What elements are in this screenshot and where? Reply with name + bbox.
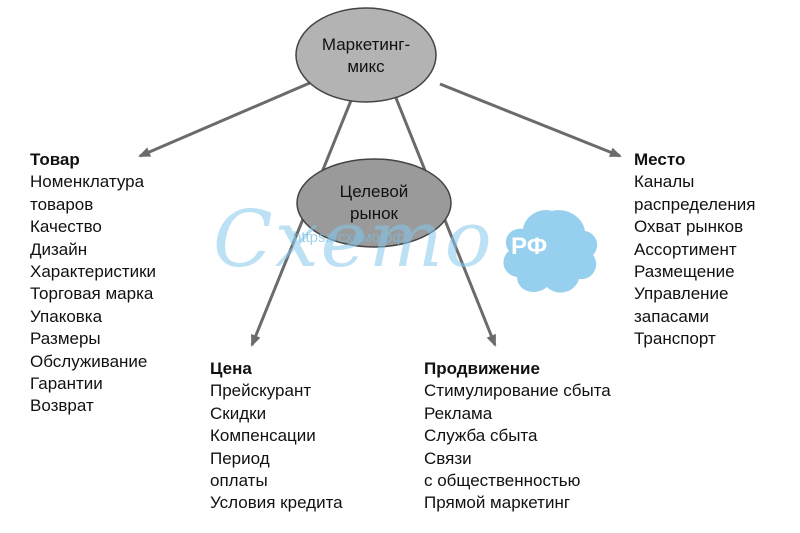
group-item: Стимулирование сбыта bbox=[424, 381, 611, 401]
center-node-label: Целевой рынок bbox=[339, 182, 409, 223]
group-item: Реклама bbox=[424, 403, 493, 423]
group-item: Качество bbox=[30, 217, 102, 237]
group-item: запасами bbox=[634, 306, 710, 326]
group-heading: Товар bbox=[30, 150, 80, 169]
group-item: Размещение bbox=[634, 262, 735, 282]
group-item: Дизайн bbox=[30, 239, 88, 259]
group-heading: Цена bbox=[210, 359, 252, 378]
group-item: Каналы bbox=[634, 172, 695, 192]
group-item: Обслуживание bbox=[30, 351, 148, 371]
group-item: Упаковка bbox=[30, 306, 103, 326]
center-node-ellipse bbox=[296, 158, 452, 248]
arrow-to-promotion bbox=[394, 97, 497, 347]
group-item: товаров bbox=[30, 194, 94, 214]
group-item: распределения bbox=[634, 194, 756, 214]
group-item: Связи bbox=[424, 448, 472, 468]
group-item: оплаты bbox=[210, 471, 268, 491]
group-item: Охват рынков bbox=[634, 217, 744, 237]
top-node-ellipse bbox=[295, 7, 437, 103]
group-item: Скидки bbox=[210, 403, 267, 423]
arrow-to-price bbox=[250, 97, 354, 347]
group-item: Характеристики bbox=[30, 262, 157, 282]
group-item: Возврат bbox=[30, 396, 94, 416]
group-item: Условия кредита bbox=[210, 493, 343, 513]
group-item: Гарантии bbox=[30, 374, 103, 394]
group-item: Торговая марка bbox=[30, 284, 154, 304]
group-item: Номенклатура bbox=[30, 172, 145, 192]
group-item: Служба сбыта bbox=[424, 426, 538, 446]
group-item: Компенсации bbox=[210, 426, 316, 446]
group-item: Размеры bbox=[30, 329, 101, 349]
group-item: с общественностью bbox=[424, 471, 581, 491]
arrow-to-place bbox=[439, 82, 622, 158]
group-item: Прямой маркетинг bbox=[424, 493, 571, 513]
group-item: Транспорт bbox=[634, 329, 716, 349]
arrow-to-product bbox=[138, 80, 313, 158]
group-item: Ассортимент bbox=[634, 239, 737, 259]
group-heading: Продвижение bbox=[424, 359, 540, 378]
group-heading: Место bbox=[634, 150, 686, 169]
group-item: Период bbox=[210, 448, 270, 468]
group-item: Прейскурант bbox=[210, 381, 312, 401]
group-item: Управление bbox=[634, 284, 729, 304]
top-node-label: Маркетинг- микс bbox=[321, 35, 411, 76]
